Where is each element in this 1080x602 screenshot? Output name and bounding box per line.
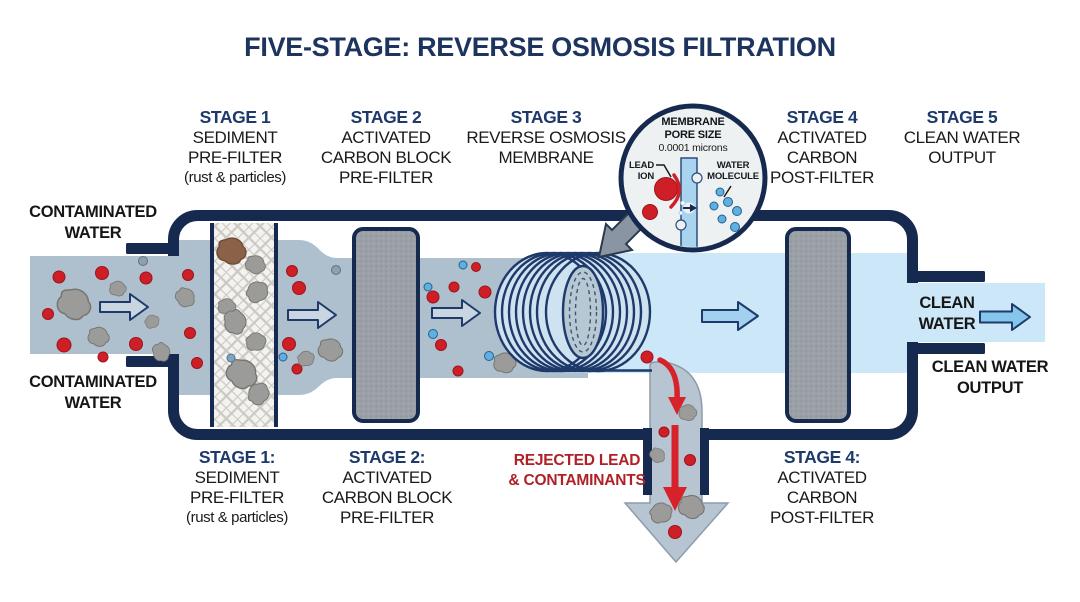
reject-arrowhead-1 xyxy=(668,397,686,415)
water-molecule-pointer-line xyxy=(723,185,732,198)
membrane-pore xyxy=(675,219,687,231)
inlet-pipe-border-top xyxy=(126,243,178,254)
drain-border-right xyxy=(700,428,709,495)
lead-bounce-arc xyxy=(669,173,681,209)
flow-arrow-after-carbon xyxy=(431,299,481,327)
ro-membrane-coil xyxy=(493,251,652,373)
flow-arrow-inlet xyxy=(99,293,149,321)
post-carbon-contaminants xyxy=(423,260,517,377)
drain-contaminant-dots xyxy=(658,426,696,539)
water-molecule-dot xyxy=(226,353,236,363)
flow-arrow-clean-output xyxy=(979,303,1031,331)
reject-drain xyxy=(623,350,730,564)
membrane-inset xyxy=(597,103,768,259)
filter-edge-left xyxy=(210,223,214,427)
contaminant-dot xyxy=(640,350,654,364)
post-sediment-contaminants xyxy=(278,265,346,375)
lead-ion-pointer-line xyxy=(656,164,672,178)
membrane-end-face xyxy=(561,264,605,360)
lead-ion-dot-large xyxy=(654,177,678,201)
water-bubble xyxy=(678,210,684,216)
reject-flow-arrow-curved xyxy=(657,357,680,403)
stage4-carbon-block xyxy=(785,227,851,423)
flow-arrows xyxy=(99,293,1031,331)
water-molecule-dots xyxy=(709,187,742,232)
stage1-sediment-filter xyxy=(210,223,278,427)
outlet-pipe-border-top xyxy=(908,271,985,282)
water-bubble xyxy=(680,200,686,206)
lead-ion-dot-small xyxy=(642,204,658,220)
membrane-pore xyxy=(691,172,703,184)
flow-arrow-after-sediment xyxy=(287,301,337,329)
flow-arrow-after-membrane xyxy=(701,301,759,331)
stage2-carbon-block xyxy=(352,227,420,423)
filter-edge-right xyxy=(274,223,278,427)
inlet-contaminants xyxy=(42,256,203,369)
inlet-pipe-border-bottom xyxy=(126,356,178,367)
reject-arrowhead-2 xyxy=(663,487,687,511)
pass-through-arrowhead xyxy=(690,204,697,212)
outlet-pipe-border-bottom xyxy=(908,343,985,354)
drain-border-left xyxy=(643,428,652,495)
